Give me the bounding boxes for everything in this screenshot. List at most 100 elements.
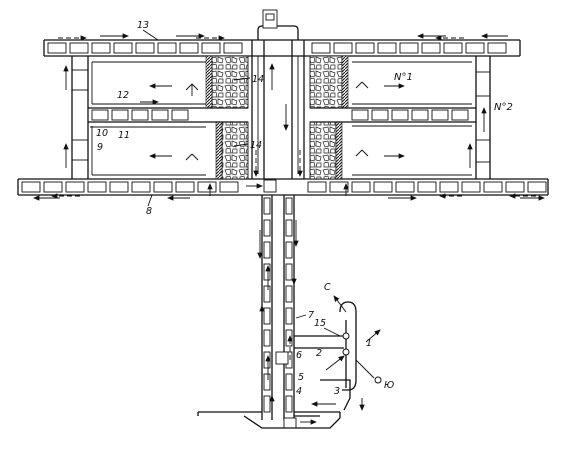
drift-block <box>391 109 409 121</box>
label-10: 10 <box>96 128 108 139</box>
left-middle-drift <box>88 107 208 128</box>
shaft-block <box>263 219 271 237</box>
shaft-block <box>263 241 271 259</box>
drift-block <box>307 181 327 193</box>
label-8: 8 <box>146 206 152 217</box>
bottom-station <box>197 411 341 429</box>
left-raise <box>71 56 89 179</box>
airflow-arrow <box>333 295 347 313</box>
drift-block <box>69 42 89 54</box>
label-13: 13 <box>137 20 149 31</box>
drift-block <box>461 181 481 193</box>
drift-block <box>91 109 109 121</box>
shaft-block <box>285 263 293 281</box>
airflow-dashed-arrows <box>51 35 536 420</box>
airflow-arrow <box>365 329 381 343</box>
drift-block <box>91 42 111 54</box>
drift-block <box>373 181 393 193</box>
drift-block <box>371 109 389 121</box>
fan-installation <box>294 301 382 411</box>
label-n2: N°2 <box>494 102 513 113</box>
label-14-upper: 14 <box>252 74 264 85</box>
drift-block <box>465 42 485 54</box>
drift-block <box>487 42 507 54</box>
shaft-block <box>285 197 293 215</box>
airflow-arrow <box>325 355 345 371</box>
right-raise <box>475 56 491 179</box>
regulator-symbols <box>185 81 369 161</box>
drift-block <box>223 42 243 54</box>
drift-block <box>483 181 503 193</box>
label-n1: N°1 <box>394 72 413 83</box>
label-5: 5 <box>298 372 304 383</box>
shaft-block <box>263 197 271 215</box>
drift-block <box>113 42 133 54</box>
drift-block <box>395 181 415 193</box>
drift-block <box>219 181 239 193</box>
label-yu: Ю <box>384 380 394 391</box>
drift-block <box>311 42 331 54</box>
lower-shaft <box>261 179 297 429</box>
drift-block <box>329 181 349 193</box>
drift-block <box>175 181 195 193</box>
drift-block <box>111 109 129 121</box>
drift-block <box>451 109 469 121</box>
drift-block <box>171 109 189 121</box>
drift-block <box>351 109 369 121</box>
label-2: 2 <box>316 348 322 359</box>
drift-block <box>417 181 437 193</box>
drift-block <box>21 181 41 193</box>
label-12: 12 <box>117 90 129 101</box>
label-6: 6 <box>296 350 302 361</box>
drift-block <box>109 181 129 193</box>
shaft-block <box>285 241 293 259</box>
label-4: 4 <box>296 386 302 397</box>
drift-block <box>421 42 441 54</box>
drift-block <box>43 181 63 193</box>
shaft-block <box>263 351 271 369</box>
drift-block <box>505 181 525 193</box>
stope-outlines <box>91 61 472 176</box>
shaft-block <box>285 219 293 237</box>
drift-block <box>65 181 85 193</box>
drift-block <box>377 42 397 54</box>
central-shafts <box>251 9 305 179</box>
label-1: 1 <box>366 338 372 349</box>
shaft-block <box>285 307 293 325</box>
shaft-block <box>263 395 271 413</box>
goaf-fill <box>205 55 349 180</box>
drift-block <box>179 42 199 54</box>
label-c: С <box>324 282 331 293</box>
shaft-block <box>263 329 271 347</box>
drift-block <box>399 42 419 54</box>
drift-block <box>47 42 67 54</box>
drift-block <box>197 181 217 193</box>
drift-block <box>153 181 173 193</box>
bottom-drift <box>17 178 549 196</box>
drift-block <box>411 109 429 121</box>
shaft-block <box>263 373 271 391</box>
shaft-block <box>285 329 293 347</box>
label-15: 15 <box>314 318 326 329</box>
drift-block <box>87 181 107 193</box>
drift-block <box>131 181 151 193</box>
label-9: 9 <box>97 142 103 153</box>
drift-block <box>201 42 221 54</box>
drift-block <box>443 42 463 54</box>
drift-block <box>333 42 353 54</box>
shaft-block <box>285 373 293 391</box>
shaft-block <box>263 285 271 303</box>
label-7: 7 <box>308 310 314 321</box>
drift-block <box>135 42 155 54</box>
shaft-block <box>263 263 271 281</box>
label-14-lower: 14 <box>250 140 262 151</box>
drift-block <box>355 42 375 54</box>
label-3: 3 <box>334 386 340 397</box>
drift-block <box>439 181 459 193</box>
drift-block <box>131 109 149 121</box>
drift-block <box>351 181 371 193</box>
drift-block <box>431 109 449 121</box>
shaft-block <box>285 395 293 413</box>
